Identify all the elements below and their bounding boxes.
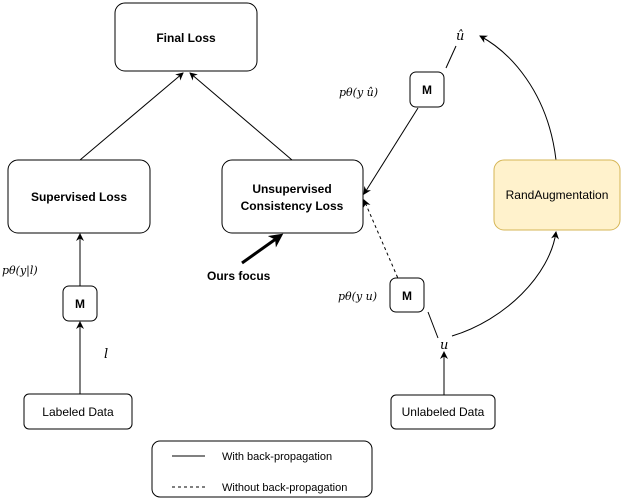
label-p-theta-y-given-l: pθ(y|l) xyxy=(2,264,38,278)
model-box-augmented: M xyxy=(409,71,445,108)
randaugmentation-box: RandAugmentation xyxy=(493,159,621,231)
label-u: u xyxy=(440,338,448,353)
unsupervised-loss-box: Unsupervised Consistency Loss xyxy=(221,159,364,234)
legend: With back-propagation Without back-propa… xyxy=(151,440,373,498)
ours-focus-label: Ours focus xyxy=(207,269,271,283)
unlabeled-data-label: Unlabeled Data xyxy=(402,405,485,419)
edge-supervised-to-final xyxy=(79,72,184,161)
randaugmentation-label: RandAugmentation xyxy=(506,188,609,202)
final-loss-box: Final Loss xyxy=(114,2,258,72)
label-p-theta-y-uhat: pθ(y û) xyxy=(339,86,378,99)
edge-model-u-to-unsupervised-dashed xyxy=(363,199,401,284)
edge-u-to-model xyxy=(427,311,439,339)
final-loss-label: Final Loss xyxy=(156,31,216,45)
unsupervised-loss-label-line2: Consistency Loss xyxy=(241,199,344,213)
edge-unsupervised-to-final xyxy=(189,72,293,161)
focus-arrow xyxy=(241,233,284,265)
legend-dashed-label: Without back-propagation xyxy=(222,482,347,494)
edge-u-to-randaug xyxy=(451,231,559,337)
label-u-hat: û xyxy=(456,29,464,44)
model-label-labeled: M xyxy=(75,297,85,311)
model-box-labeled: M xyxy=(62,285,98,322)
unsupervised-loss-label-line1: Unsupervised xyxy=(252,182,331,196)
labeled-data-label: Labeled Data xyxy=(42,405,114,419)
model-label-unlabeled: M xyxy=(402,289,412,303)
edge-model-uhat-to-unsupervised xyxy=(363,107,419,195)
model-box-unlabeled: M xyxy=(389,277,425,313)
model-label-augmented: M xyxy=(422,83,432,97)
edge-uhat-to-model xyxy=(445,45,457,69)
supervised-loss-label: Supervised Loss xyxy=(31,190,127,204)
edge-randaug-to-uhat xyxy=(479,35,557,161)
supervised-loss-box: Supervised Loss xyxy=(7,159,151,234)
legend-solid-label: With back-propagation xyxy=(222,451,332,463)
labeled-data-box: Labeled Data xyxy=(23,393,133,430)
label-l: l xyxy=(104,347,108,362)
label-p-theta-y-u: pθ(y u) xyxy=(338,290,377,303)
unlabeled-data-box: Unlabeled Data xyxy=(390,394,496,430)
